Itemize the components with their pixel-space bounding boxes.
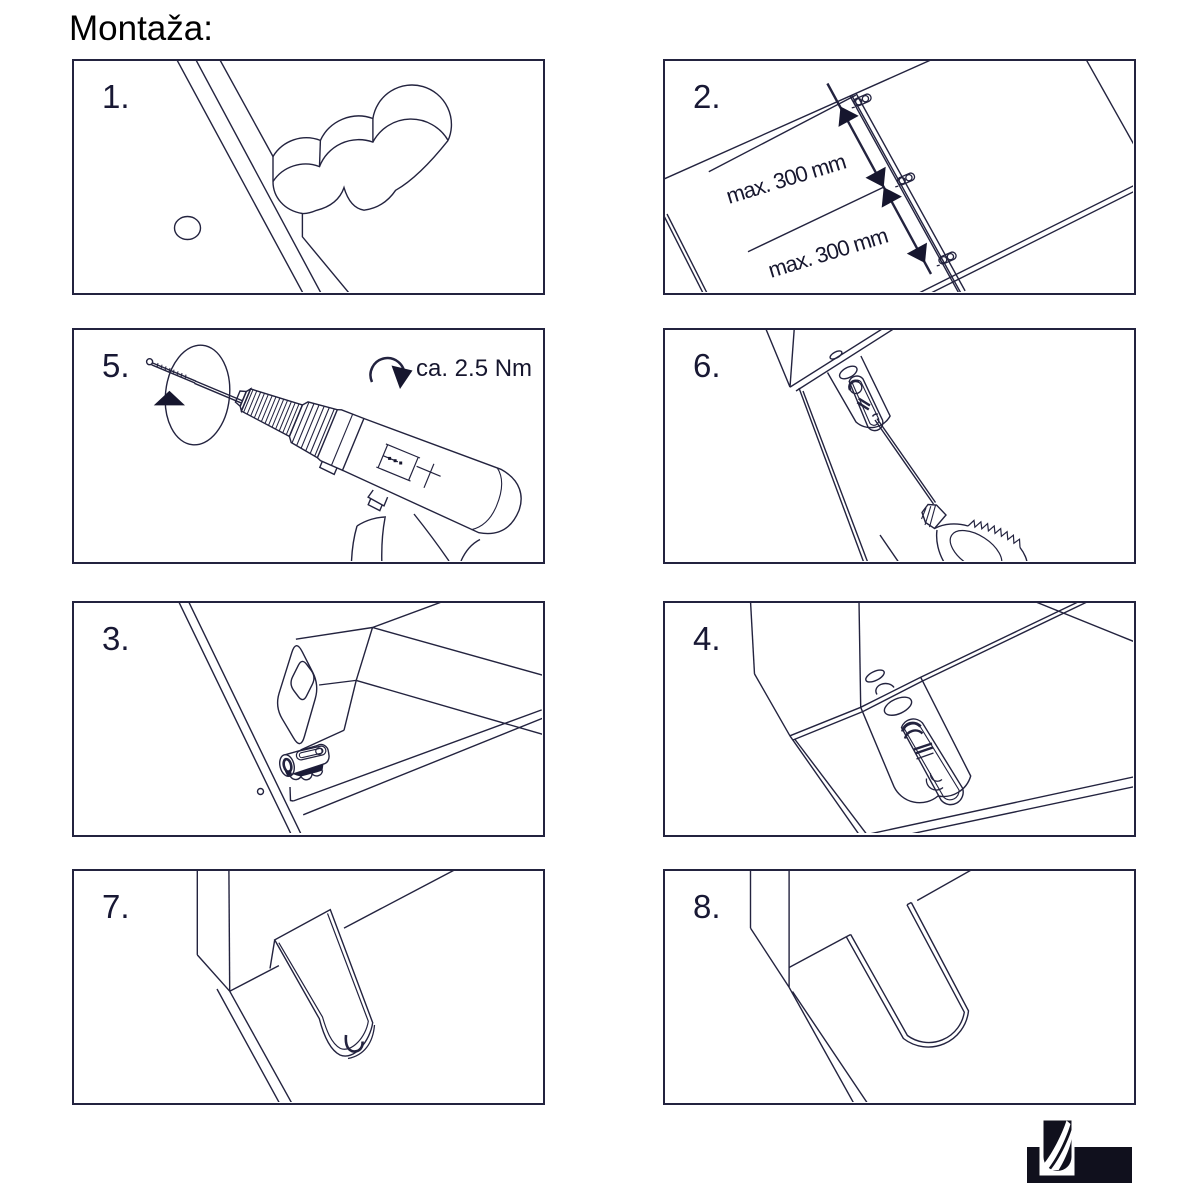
svg-text:max. 300 mm: max. 300 mm [765, 223, 890, 283]
svg-text:max. 300 mm: max. 300 mm [723, 149, 848, 209]
svg-text:ca. 2.5 Nm: ca. 2.5 Nm [416, 355, 532, 382]
